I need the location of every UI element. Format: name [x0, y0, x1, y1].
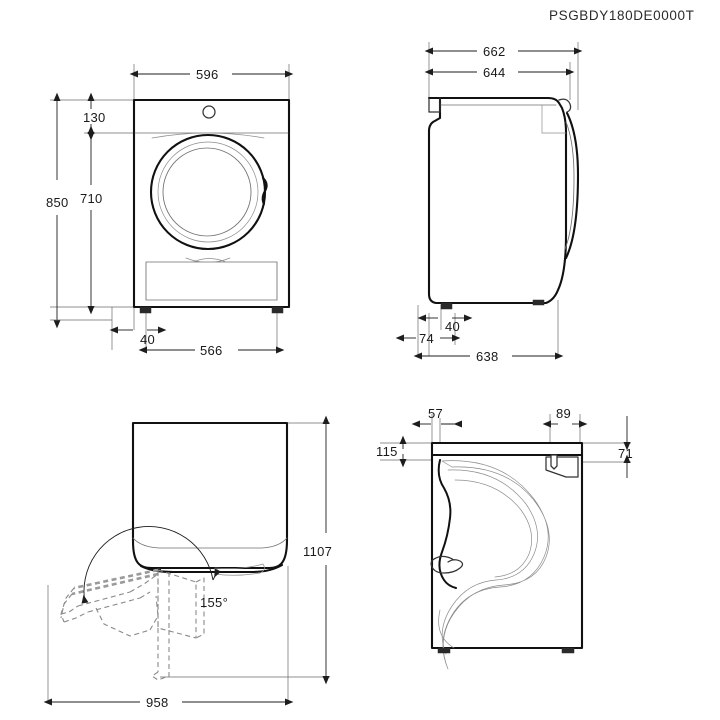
rear-dim-71-label: 71	[618, 446, 633, 461]
rear-dim-71: 71	[618, 416, 633, 478]
front-door-glass-ring	[162, 147, 252, 237]
top-front-seam	[132, 537, 288, 549]
side-dim-40: 40	[417, 314, 473, 334]
top-dim-1107: 1107	[303, 415, 332, 685]
front-door-top-seam	[151, 132, 265, 139]
top-dim-155deg-label: 155°	[200, 595, 228, 610]
rear-dim-115-label: 115	[376, 444, 398, 459]
side-dim-644-label: 644	[483, 65, 506, 80]
side-dim-638-label: 638	[476, 349, 499, 364]
rear-body-outline	[430, 441, 584, 650]
side-dim-74: 74	[395, 331, 461, 346]
rear-dim-89: 89	[542, 406, 588, 428]
rear-foot-right	[561, 647, 575, 654]
top-door-angle-arc: 155°	[81, 526, 228, 610]
side-foot-front	[532, 299, 545, 306]
front-dim-panel-130: 130	[83, 92, 106, 141]
side-dim-638: 638	[413, 349, 564, 364]
model-code-label: PSGBDY180DE0000T	[549, 8, 694, 23]
rear-hose-tail	[438, 609, 455, 649]
front-filter-drawer	[145, 261, 278, 301]
front-foot-left	[139, 306, 152, 314]
top-door-open-position	[60, 568, 159, 637]
rear-dim-115: 115	[376, 435, 407, 468]
front-foot-right	[271, 306, 284, 314]
rear-view: 57 89 115 71	[376, 406, 633, 670]
rear-power-cable	[437, 459, 457, 589]
rear-foot-left	[437, 647, 451, 654]
side-dim-74-label: 74	[419, 331, 434, 346]
rear-vent-connector	[550, 454, 558, 470]
front-control-knob	[202, 105, 216, 119]
front-dim-710-label: 710	[80, 191, 103, 206]
side-foot-rear	[440, 302, 453, 310]
front-dim-130-label: 130	[83, 110, 106, 125]
rear-hose-loop-mid	[441, 469, 538, 655]
side-rear-panel-notch	[428, 97, 441, 113]
front-view: 596 130 710 850	[46, 64, 294, 358]
rear-dim-89-label: 89	[556, 406, 571, 421]
front-dim-foot-span-566: 566	[138, 343, 285, 358]
top-dim-1107-label: 1107	[303, 544, 332, 559]
side-dim-662: 662	[424, 44, 583, 59]
front-dim-height-850: 850	[46, 92, 112, 329]
side-door-profile-outer	[564, 111, 580, 260]
side-body-outline	[427, 96, 568, 305]
front-dim-40-label: 40	[140, 332, 155, 347]
top-dim-958-label: 958	[146, 695, 169, 710]
rear-dim-57: 57	[411, 406, 463, 428]
side-door-profile-inner	[564, 121, 575, 250]
side-dim-644: 644	[424, 65, 575, 80]
front-door-mid-ring	[157, 141, 259, 243]
side-door-handle-nub	[558, 98, 572, 113]
front-dim-width-596: 596	[129, 67, 294, 82]
rear-dim-57-label: 57	[428, 406, 443, 421]
top-view-extension-lines	[47, 422, 330, 700]
front-dim-body-710: 710	[80, 125, 103, 315]
front-dim-596-label: 596	[196, 67, 219, 82]
side-dim-40-label: 40	[445, 319, 460, 334]
rear-hose-loop-outer	[441, 460, 550, 670]
side-dim-662-label: 662	[483, 44, 506, 59]
rear-hose-loop-inner	[454, 479, 532, 578]
top-door-swept-outline	[151, 569, 205, 681]
front-dim-850-label: 850	[46, 195, 69, 210]
front-door-outer-ring	[149, 133, 267, 251]
side-view: 662 644 40 74	[395, 42, 583, 364]
top-front-detail-tab	[214, 563, 265, 576]
top-dim-958: 958	[43, 695, 294, 710]
top-door-closed	[139, 563, 284, 574]
rear-cable-plug	[430, 555, 464, 574]
top-body-outline	[131, 421, 289, 570]
front-dim-566-label: 566	[200, 343, 223, 358]
front-dim-foot-inset-40: 40	[109, 326, 167, 347]
front-door-hinge-detail	[261, 176, 268, 206]
front-filter-drawer-handle	[192, 258, 227, 263]
top-view-door-swing: 1107 958	[43, 415, 332, 710]
